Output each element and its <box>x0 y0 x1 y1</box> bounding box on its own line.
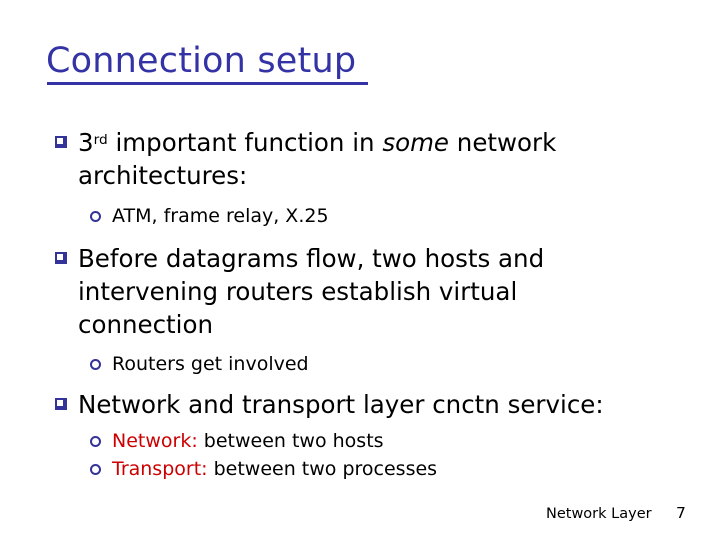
spacer <box>0 192 720 202</box>
sub-list-item: Network: between two hosts <box>0 427 720 455</box>
ordinal-number: 3 <box>78 128 94 157</box>
sub-list-item: ATM, frame relay, X.25 <box>0 202 720 230</box>
ordinal-suffix: rd <box>93 131 108 148</box>
list-item: Network and transport layer cnctn servic… <box>0 388 720 421</box>
spacer <box>0 341 720 350</box>
sub-list-item-highlight: Transport: <box>112 458 208 480</box>
list-item-text-before-italic: important function in <box>107 128 383 157</box>
list-item-text: Before datagrams flow, two hosts and int… <box>78 244 545 339</box>
footer-label: Network Layer <box>546 506 652 522</box>
circle-bullet-icon <box>90 464 101 475</box>
sub-list-item-text: between two hosts <box>197 430 384 452</box>
list-item: 3rd important function in some network a… <box>0 126 720 192</box>
circle-bullet-icon <box>90 359 101 370</box>
sub-list-item-text: Routers get involved <box>112 353 309 375</box>
sub-list-item-text: ATM, frame relay, X.25 <box>112 205 329 227</box>
spacer <box>0 230 720 242</box>
square-bullet-icon <box>55 136 67 148</box>
circle-bullet-icon <box>90 211 101 222</box>
footer-page-number: 7 <box>676 504 686 522</box>
slide-body: 3rd important function in some network a… <box>0 126 720 483</box>
spacer <box>0 378 720 388</box>
sub-list-item-text: between two processes <box>207 458 438 480</box>
list-item: Before datagrams flow, two hosts and int… <box>0 242 720 341</box>
square-bullet-icon <box>55 252 67 264</box>
sub-list-item-highlight: Network: <box>112 430 198 452</box>
square-bullet-icon <box>55 398 67 410</box>
list-item-text: 3rd important function in some network a… <box>78 126 648 192</box>
sub-list-item: Routers get involved <box>0 350 720 378</box>
title-underline <box>47 82 368 85</box>
list-item-text-after-italic: network architectures: <box>78 128 557 190</box>
emphasis-word: some <box>382 128 450 157</box>
page-title: Connection setup <box>46 41 357 81</box>
list-item-text: Network and transport layer cnctn servic… <box>78 390 604 419</box>
circle-bullet-icon <box>90 436 101 447</box>
sub-list-item: Transport: between two processes <box>0 455 720 483</box>
